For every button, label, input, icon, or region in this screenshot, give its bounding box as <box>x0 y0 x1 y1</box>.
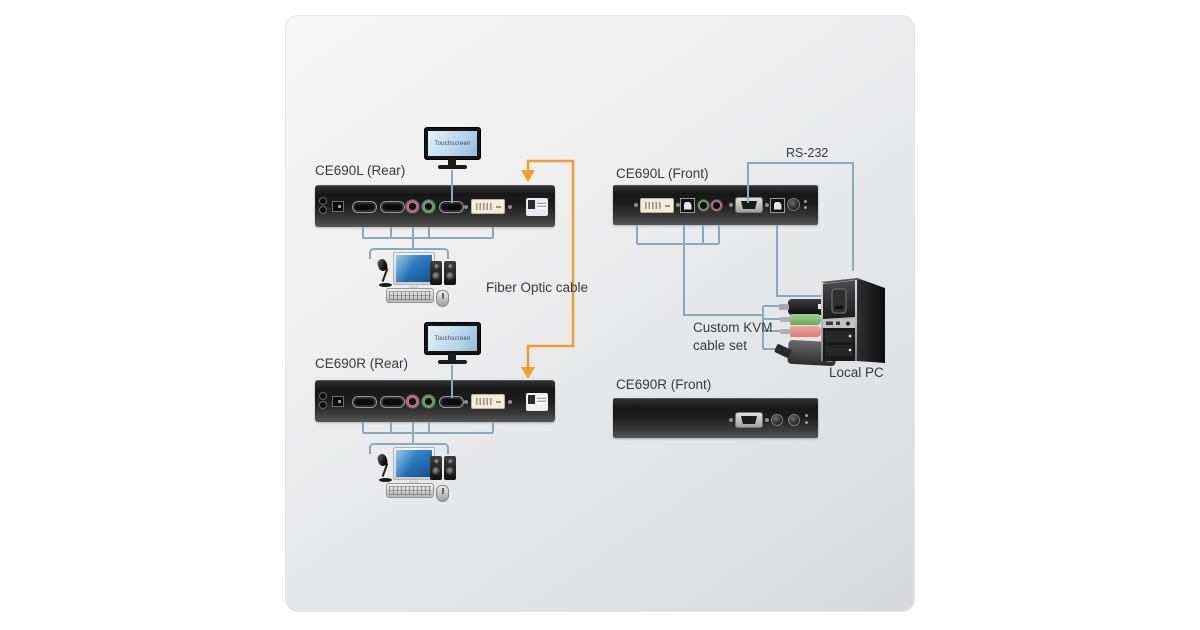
rs232-serial-port <box>735 197 763 213</box>
device-ce690l-rear <box>315 185 555 227</box>
push-button-1 <box>771 414 783 426</box>
screw-dot <box>729 418 733 422</box>
usb-port-2 <box>380 396 405 408</box>
microphone-icon <box>376 257 393 287</box>
dvi-port <box>640 198 674 213</box>
label-ce690l-front: CE690L (Front) <box>616 166 709 181</box>
screw-dot <box>765 418 769 422</box>
touchscreen-label: Touchscreen <box>434 140 471 147</box>
speakers-icon <box>430 456 456 480</box>
monitor-neck <box>409 285 418 290</box>
touchscreen-screen: Touchscreen <box>428 326 477 351</box>
push-button-2 <box>788 414 800 426</box>
monitor-base <box>438 165 467 169</box>
label-ce690l-rear: CE690L (Rear) <box>315 163 406 178</box>
mic-jack-pink <box>406 395 419 408</box>
led-indicator <box>804 200 807 203</box>
push-button <box>787 198 800 211</box>
device-ce690r-front <box>613 398 818 438</box>
screw-dot <box>634 203 638 207</box>
pc-bay-led <box>848 334 852 338</box>
monitor-neck <box>409 480 418 485</box>
label-cable-set: cable set <box>693 338 748 353</box>
monitor-neck <box>448 354 456 360</box>
keyboard-icon <box>386 288 434 303</box>
keyboard-icon <box>386 483 434 498</box>
touchscreen-screen: Touchscreen <box>428 131 477 156</box>
pc-optical-drive <box>831 288 847 314</box>
screw-dot <box>729 203 733 207</box>
pc-bay-led <box>848 348 852 352</box>
mouse-icon <box>436 290 449 307</box>
rs232-serial-port <box>735 412 763 428</box>
device-ce690r-rear <box>315 380 555 422</box>
label-local-pc: Local PC <box>829 365 884 380</box>
label-ce690r-front: CE690R (Front) <box>616 377 712 392</box>
kvm-audio-plug-pink <box>780 326 821 337</box>
touchscreen-monitor-bottom: Touchscreen <box>424 322 481 355</box>
label-custom-kvm: Custom KVM <box>693 320 773 335</box>
led-indicator <box>805 414 808 417</box>
grounding-terminal <box>319 392 328 410</box>
device-ce690l-front <box>613 185 818 225</box>
power-jack <box>332 201 344 212</box>
speaker-jack-green <box>698 200 709 211</box>
dvi-port <box>471 199 505 214</box>
pc-top-edge <box>821 278 861 284</box>
kvm-audio-plug-green <box>780 314 821 325</box>
pc-drive-slot <box>835 306 843 309</box>
usb-port-1 <box>352 201 377 213</box>
screw-dot <box>508 400 512 404</box>
monitor-neck <box>448 159 456 165</box>
pc-drive-bay <box>825 331 853 342</box>
speaker-jack-green <box>422 200 435 213</box>
mic-jack-pink <box>406 200 419 213</box>
label-fiber-optic-cable: Fiber Optic cable <box>486 280 589 295</box>
usb-b-port <box>680 198 695 213</box>
pc-side <box>857 278 885 363</box>
mouse-icon <box>436 485 449 502</box>
touchscreen-label: Touchscreen <box>434 335 471 342</box>
speakers-icon <box>430 261 456 285</box>
pc-drive-bay <box>825 345 853 356</box>
touchscreen-monitor-top: Touchscreen <box>424 127 481 160</box>
local-pc-tower <box>821 278 885 363</box>
screw-dot <box>765 203 769 207</box>
speaker-jack-green <box>422 395 435 408</box>
label-rs232: RS-232 <box>786 146 829 160</box>
console-monitor-icon <box>393 447 435 480</box>
sfp-fiber-slot <box>526 198 548 216</box>
screw-dot <box>464 400 468 404</box>
pc-port <box>826 321 833 325</box>
usb-port-2 <box>380 201 405 213</box>
touch-usb-port <box>439 396 464 408</box>
screw-dot <box>676 203 680 207</box>
label-ce690r-rear: CE690R (Rear) <box>315 356 409 371</box>
power-jack <box>332 396 344 407</box>
dvi-port <box>471 394 505 409</box>
grounding-terminal <box>319 197 328 215</box>
led-indicator <box>804 206 807 209</box>
console-monitor-icon <box>393 252 435 285</box>
pc-power-button <box>846 321 850 326</box>
led-indicator <box>805 421 808 424</box>
kvm-usb-plug <box>779 299 828 315</box>
pc-port <box>836 321 840 325</box>
screw-dot <box>464 205 468 209</box>
monitor-base <box>438 360 467 364</box>
microphone-icon <box>376 452 393 482</box>
touch-usb-port <box>439 201 464 213</box>
usb-b-port-2 <box>770 198 785 213</box>
sfp-fiber-slot <box>526 393 548 411</box>
mic-jack-pink <box>711 200 722 211</box>
screw-dot <box>508 205 512 209</box>
usb-port-1 <box>352 396 377 408</box>
